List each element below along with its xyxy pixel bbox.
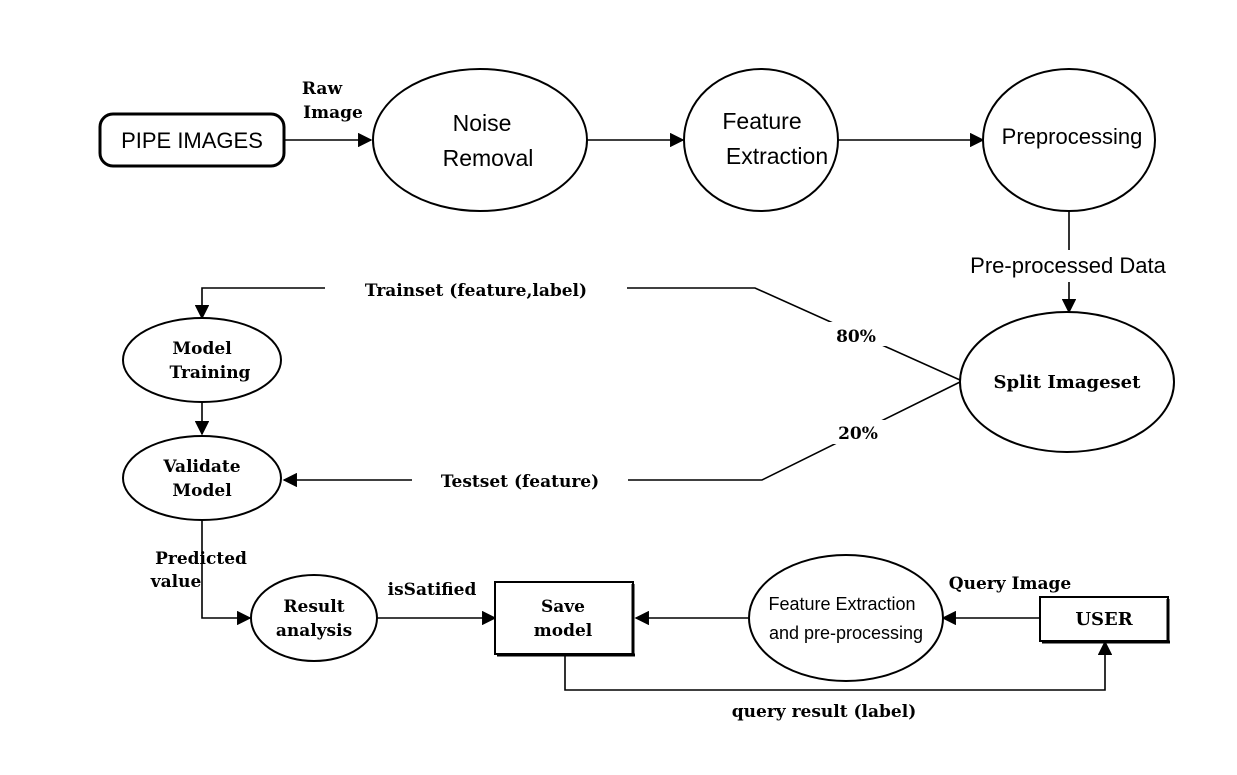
node-save-model: Save model (494, 581, 635, 657)
node-noise-removal: Noise Removal (372, 68, 588, 212)
node-pipe-images: PIPE IMAGES (98, 112, 286, 168)
is-satisfied-label: isSatified (388, 580, 477, 600)
edge-labels: Raw Image Pre-processed Data Trainset (f… (150, 79, 1186, 722)
query-image-label: Query Image (949, 574, 1072, 594)
node-model-training: Model Training (122, 317, 282, 403)
save-model-label-1: Save (541, 597, 585, 617)
preprocessed-data-label: Pre-processed Data (970, 253, 1166, 278)
edge-validate-to-result (201, 520, 252, 626)
model-training-label-1: Model (172, 339, 232, 359)
trainset-label: Trainset (feature,label) (365, 281, 587, 301)
featpre-label-2: and pre-processing (769, 623, 923, 643)
result-analysis-label-2: analysis (276, 621, 352, 641)
predicted-value-label-1: Predicted (155, 549, 247, 569)
node-validate-model: Validate Model (122, 435, 282, 521)
noise-removal-label-1: Noise (453, 110, 512, 136)
node-user: USER (1039, 596, 1170, 644)
result-analysis-label-1: Result (283, 597, 344, 617)
node-feature-extraction: Feature Extraction (683, 68, 839, 212)
validate-model-label-1: Validate (162, 457, 240, 477)
split-imageset-label: Split Imageset (994, 372, 1142, 393)
raw-image-label-2: Image (303, 103, 363, 123)
node-split-imageset: Split Imageset (959, 311, 1175, 453)
testset-label: Testset (feature) (441, 472, 599, 492)
model-training-label-2: Training (170, 363, 251, 383)
preprocessing-label: Preprocessing (1002, 124, 1143, 149)
edge-save-to-user (564, 640, 1113, 691)
predicted-value-label-2: value (150, 572, 202, 592)
pipe-images-label: PIPE IMAGES (121, 128, 263, 153)
raw-image-label-1: Raw (302, 79, 343, 99)
validate-model-label-2: Model (172, 481, 232, 501)
node-preprocessing: Preprocessing (982, 68, 1156, 212)
test-percent-label: 20% (838, 424, 878, 444)
save-model-label-2: model (534, 621, 593, 641)
query-result-label: query result (label) (732, 702, 916, 722)
user-label: USER (1075, 609, 1133, 630)
featpre-label-1: Feature Extraction (768, 594, 915, 614)
noise-removal-label-2: Removal (443, 145, 534, 171)
train-percent-label: 80% (836, 327, 876, 347)
feature-extraction-label-1: Feature (722, 108, 801, 134)
node-feature-extraction-preprocessing: Feature Extraction and pre-processing (748, 554, 944, 682)
feature-extraction-label-2: Extraction (726, 143, 828, 169)
node-result-analysis: Result analysis (250, 574, 378, 662)
